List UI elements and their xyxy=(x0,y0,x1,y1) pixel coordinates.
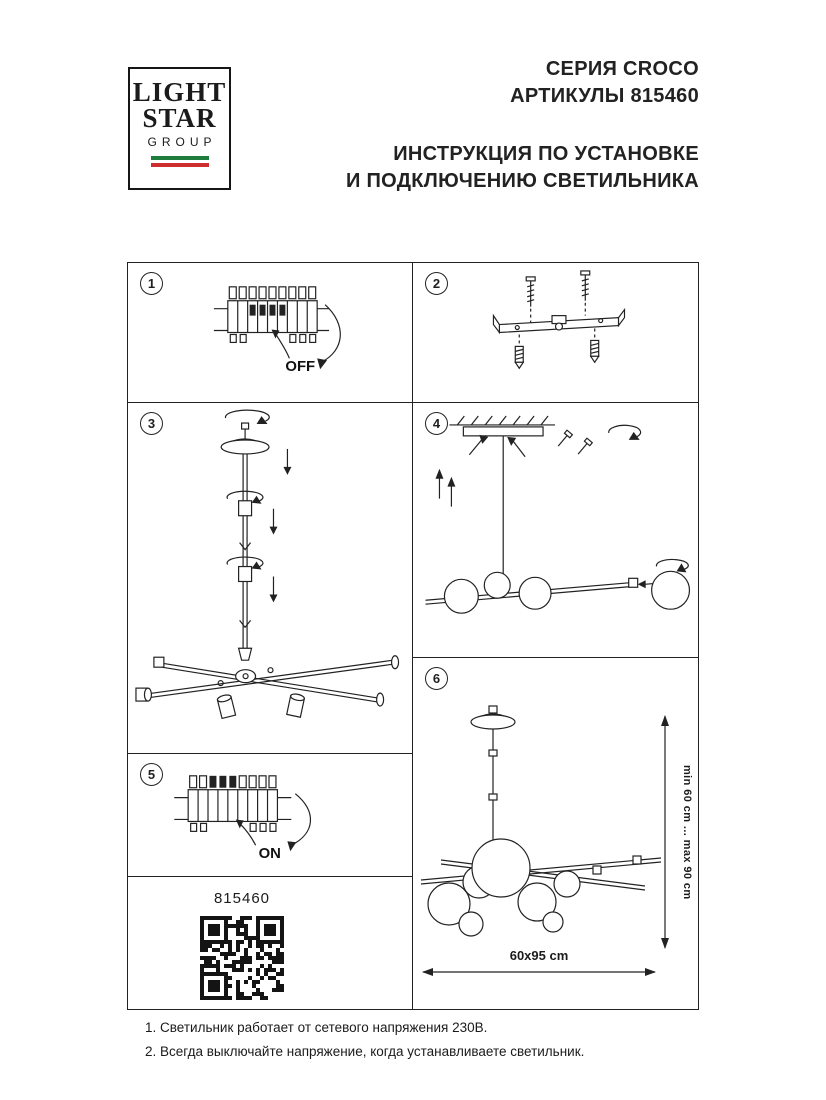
step3-panel: 3 xyxy=(128,403,413,754)
steps-grid: 1 xyxy=(127,262,699,1010)
step-number-badge: 2 xyxy=(425,272,448,295)
step-number-badge: 3 xyxy=(140,412,163,435)
step5-on-label: ON xyxy=(259,846,281,862)
series-title: СЕРИЯ CROCO xyxy=(545,58,699,80)
article-title: АРТИКУЛЫ 815460 xyxy=(510,85,699,107)
width-dimension-label: 60x95 cm xyxy=(509,948,569,963)
breaker-off-diagram: OFF xyxy=(213,286,341,375)
bracket-diagram xyxy=(492,270,626,370)
step-number-badge: 6 xyxy=(425,667,448,690)
article-qr-panel: 815460 xyxy=(128,877,413,1009)
italian-flag-stripes xyxy=(150,156,209,167)
step-number-badge: 1 xyxy=(140,272,163,295)
footer-notes: 1. Светильник работает от сетевого напря… xyxy=(145,1016,584,1064)
step6-panel: 6 xyxy=(413,658,698,1009)
footer-note-2: 2. Всегда выключайте напряжение, когда у… xyxy=(145,1044,585,1059)
logo-word-star: STAR xyxy=(142,103,217,133)
ceiling-mount-diagram xyxy=(425,415,691,614)
step4-panel: 4 xyxy=(413,403,698,658)
step-number-badge: 4 xyxy=(425,412,448,435)
chandelier-diagram xyxy=(420,705,669,976)
step5-panel: 5 xyxy=(128,754,413,877)
step1-panel: 1 xyxy=(128,263,413,403)
breaker-on-diagram: ON xyxy=(174,775,312,862)
step1-off-label: OFF xyxy=(285,359,315,375)
instruction-title-line2: И ПОДКЛЮЧЕНИЮ СВЕТИЛЬНИКА xyxy=(345,170,699,192)
logo-word-light: LIGHT xyxy=(132,77,227,107)
step-number-badge: 5 xyxy=(140,763,163,786)
logo-word-group: GROUP xyxy=(147,135,217,149)
footer-note-1: 1. Светильник работает от сетевого напря… xyxy=(145,1020,488,1035)
height-dimension-label: min 60 cm ... max 90 cm xyxy=(681,764,693,900)
lightstar-logo: LIGHT STAR GROUP xyxy=(128,67,231,190)
article-number: 815460 xyxy=(213,890,271,907)
instruction-title-line1: ИНСТРУКЦИЯ ПО УСТАНОВКЕ xyxy=(393,143,699,165)
qr-code xyxy=(200,916,284,1000)
header: СЕРИЯ CROCO АРТИКУЛЫ 815460 ИНСТРУКЦИЯ П… xyxy=(346,56,699,195)
rod-assembly-diagram xyxy=(135,409,400,720)
step2-panel: 2 xyxy=(413,263,698,403)
